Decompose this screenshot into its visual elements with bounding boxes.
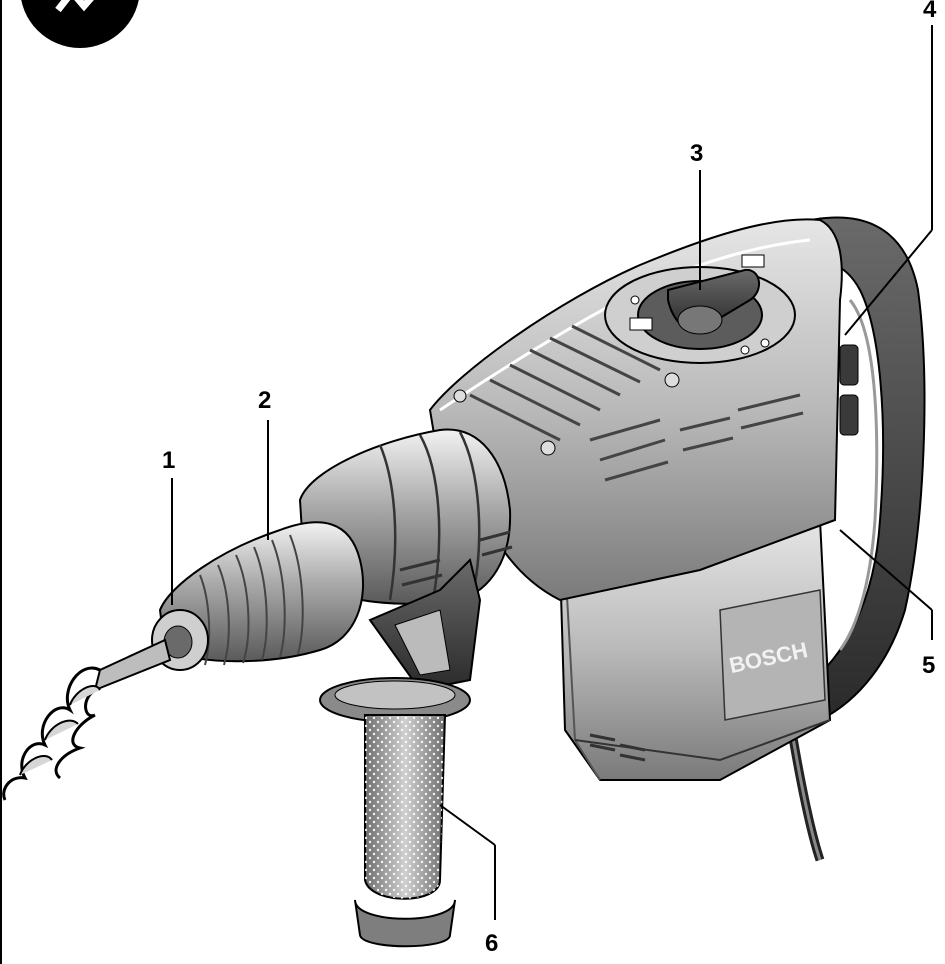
callout-1: 1 xyxy=(162,447,176,474)
rear-handle xyxy=(788,216,926,722)
callout-6: 6 xyxy=(485,930,499,957)
callout-4: 4 xyxy=(923,0,937,23)
auxiliary-handle xyxy=(319,677,471,948)
drill-bit xyxy=(2,638,172,801)
callout-2: 2 xyxy=(258,387,272,414)
callout-5: 5 xyxy=(922,652,936,679)
leader-lines xyxy=(171,25,933,920)
tool-holder-chuck xyxy=(151,521,365,671)
auxiliary-handle-clamp xyxy=(368,558,482,692)
callout-3: 3 xyxy=(690,140,704,167)
corner-logo xyxy=(21,0,139,48)
mode-selector-switch xyxy=(604,254,796,364)
page-border xyxy=(0,0,2,964)
